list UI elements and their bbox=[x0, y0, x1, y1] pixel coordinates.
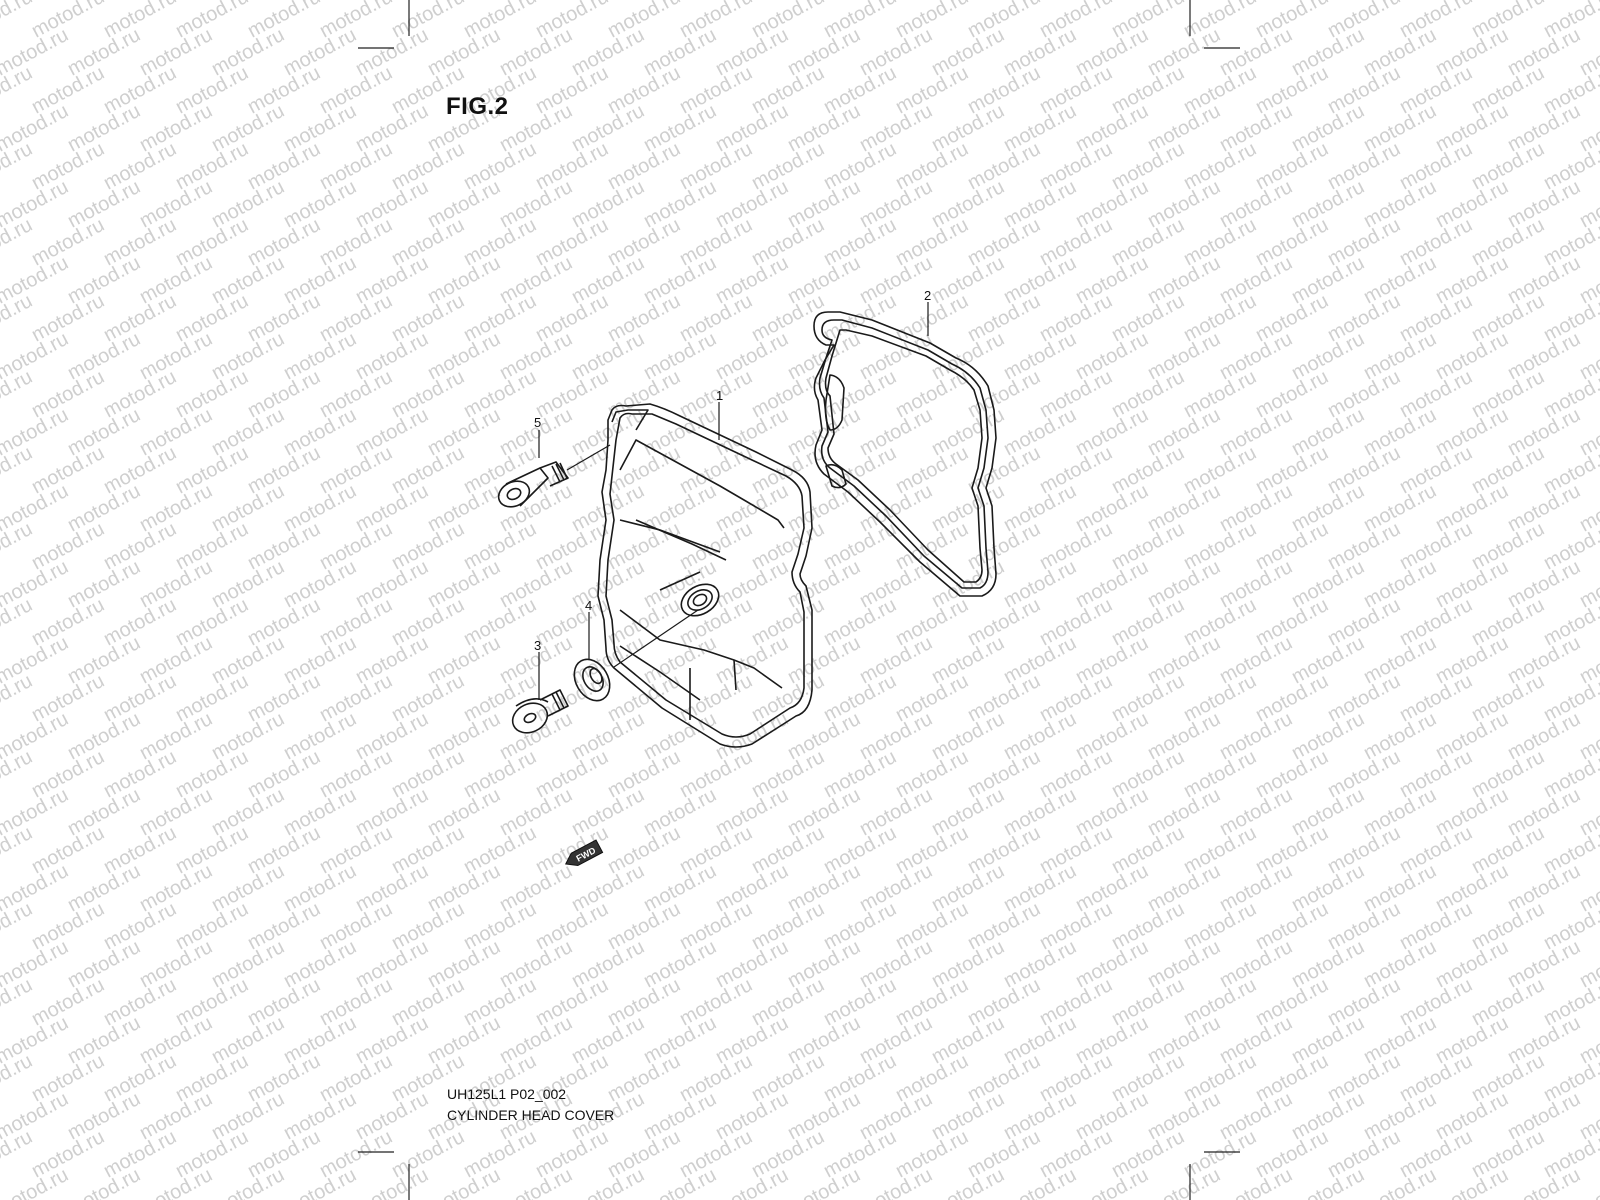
callout-5: 5 bbox=[534, 415, 541, 430]
diagram-name: CYLINDER HEAD COVER bbox=[447, 1107, 615, 1123]
part-5-bolt bbox=[497, 461, 569, 508]
callout-numbers: 2 1 5 4 3 bbox=[534, 288, 931, 653]
part-4-washer bbox=[573, 658, 611, 702]
diagram-code: UH125L1 P02_002 bbox=[447, 1086, 567, 1102]
part-3-bolt bbox=[511, 689, 569, 734]
part-1-cylinder-head-cover bbox=[597, 403, 813, 748]
callout-1: 1 bbox=[716, 388, 723, 403]
callout-4: 4 bbox=[585, 598, 592, 613]
fwd-arrow-icon: FWD bbox=[564, 839, 604, 867]
figure-title: FIG.2 bbox=[446, 93, 509, 120]
crop-marks bbox=[358, 0, 1240, 1200]
callout-2: 2 bbox=[924, 288, 931, 303]
callout-3: 3 bbox=[534, 638, 541, 653]
part-2-gasket bbox=[813, 311, 997, 597]
leader-lines bbox=[538, 302, 929, 700]
